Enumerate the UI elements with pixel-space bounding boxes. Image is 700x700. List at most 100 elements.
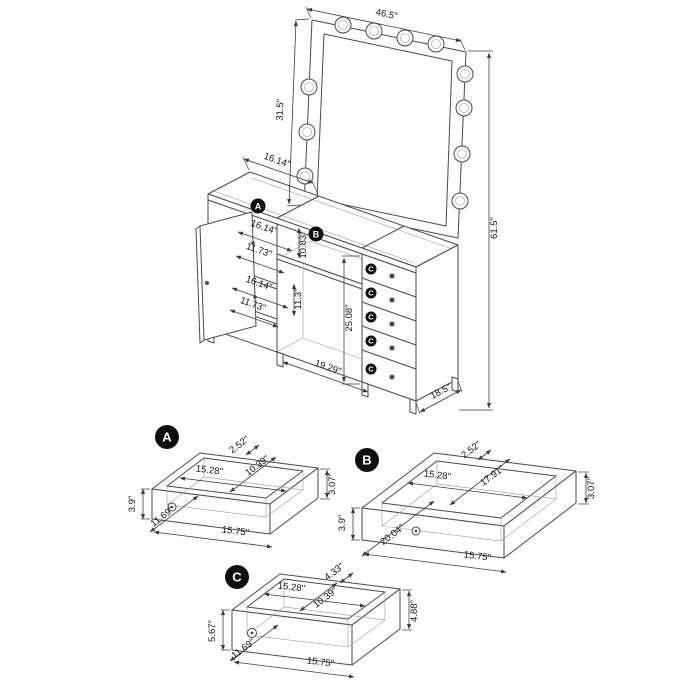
desk-leg: [276, 351, 284, 368]
light-bulb-icon: [455, 99, 473, 117]
light-bulb-glass: [304, 82, 314, 92]
dim-label-front-height: 4.88": [409, 600, 420, 622]
kneehole-interior-line: [302, 337, 363, 360]
detail-badge-c-label: C: [232, 570, 242, 585]
dim-label-side-height: 5.67": [207, 620, 218, 642]
dim-line: [149, 495, 199, 533]
dim-label-outer-width: 15.75": [306, 655, 334, 669]
desk-top-divider: [276, 195, 320, 219]
dim-line: [282, 361, 369, 393]
dim-tick: [294, 18, 310, 21]
dim-line: [233, 660, 355, 679]
light-bulb-glass: [455, 196, 465, 206]
marker-c-badge: [365, 287, 377, 299]
dim-line: [361, 500, 435, 557]
drawer-knob: [389, 273, 395, 279]
dim-label-inner-width: 15.28": [195, 463, 223, 477]
marker-c-label: C: [368, 313, 374, 322]
drawer-detail-c: 5.67" 4.88" 4.33" 15.28" 10.39" 15.75" 1…: [207, 561, 420, 679]
light-bulb-icon: [427, 35, 445, 53]
light-bulb-icon: [300, 78, 318, 96]
desk-top-divider: [361, 225, 405, 249]
dim-label-drawer-bank-height: 25.08": [344, 304, 355, 331]
dim-label-overall-height: 61.5": [489, 217, 500, 239]
drawer-knob: [389, 345, 395, 351]
marker-b-badge: [308, 226, 324, 242]
dim-line: [243, 158, 314, 184]
drawer-knob: [389, 297, 395, 303]
marker-a-label: A: [255, 202, 262, 212]
desk-leg: [409, 398, 417, 415]
dim-line: [299, 582, 338, 612]
dim-label-front-height: 3.07": [586, 477, 597, 499]
dim-label-lip: 2.52": [227, 434, 251, 456]
light-bulb-glass: [459, 103, 469, 113]
vanity-mirror: [296, 16, 474, 239]
marker-c-label: C: [368, 365, 374, 374]
dim-line: [306, 7, 462, 43]
light-bulb-icon: [296, 167, 314, 185]
drawer-knob: [389, 374, 395, 380]
detail-badge-c: [225, 565, 249, 589]
drawer-detail-a: 3.9" 3.07" 2.52" 15.28" 10.39" 15.75" 11…: [127, 425, 338, 549]
drawer-knob-dot: [250, 631, 254, 635]
light-bulb-glass: [460, 69, 470, 79]
door-edge-thickness: [195, 225, 205, 344]
dim-tick: [242, 156, 250, 171]
light-bulb-icon: [451, 192, 469, 210]
dim-label-inner-width: 15.28": [277, 580, 305, 594]
dim-line: [229, 456, 277, 493]
dim-label-side-height: 3.9": [337, 515, 348, 532]
drawer-divider: [361, 277, 417, 298]
dim-tick: [286, 204, 302, 207]
dim-line: [237, 231, 293, 252]
drawer-knob-dot: [414, 529, 418, 533]
marker-c-label: C: [368, 337, 374, 346]
dim-tick: [415, 402, 421, 415]
kneehole-interior-line: [276, 337, 304, 353]
light-bulb-glass: [302, 127, 312, 137]
dim-label-shelf-top-height: 10.83": [298, 231, 309, 258]
cubby-interior-line: [280, 240, 311, 258]
dim-label-top-left-width: 16.14": [262, 151, 291, 170]
dim-line: [229, 624, 279, 662]
light-bulb-glass: [457, 149, 467, 159]
dim-label-inner-width: 15.28": [423, 468, 451, 482]
dim-label-front-height: 3.07": [327, 473, 338, 495]
dim-line: [339, 572, 354, 584]
marker-a-badge: [250, 198, 266, 214]
detail-badge-a: [155, 425, 179, 449]
desk-leg: [361, 381, 369, 398]
light-bulb-icon: [334, 16, 352, 34]
drawer-side-face: [503, 470, 577, 559]
dim-tick: [457, 380, 463, 393]
drawer-knob: [389, 321, 395, 327]
dim-label-lip: 4.33": [322, 561, 346, 583]
detail-badge-b-label: B: [362, 453, 371, 468]
drawer-bank: [361, 253, 417, 402]
dim-label-side-height: 3.9": [127, 496, 138, 513]
dim-label-outer-width: 15.75": [463, 549, 491, 563]
light-bulb-icon: [396, 29, 414, 47]
marker-c-badge: [365, 363, 377, 375]
door-knob: [205, 281, 209, 285]
drawer-divider: [361, 325, 417, 346]
dim-label-mirror-width: 46.5": [375, 7, 399, 22]
dim-line: [229, 309, 279, 328]
marker-c-label: C: [368, 265, 374, 274]
dim-label-outer-width: 15.75": [221, 524, 249, 538]
dim-line: [449, 458, 511, 506]
dim-line: [419, 389, 462, 413]
desk-top-rim: [210, 189, 415, 264]
light-bulb-icon: [456, 65, 474, 83]
detail-badge-a-label: A: [162, 430, 172, 445]
marker-b-label: B: [313, 230, 320, 240]
dim-tick: [305, 6, 312, 19]
dim-line: [245, 444, 260, 456]
desk-top-rim: [251, 177, 453, 250]
marker-c-badge: [365, 263, 377, 275]
marker-c-label: C: [368, 289, 374, 298]
dim-line: [363, 552, 507, 574]
